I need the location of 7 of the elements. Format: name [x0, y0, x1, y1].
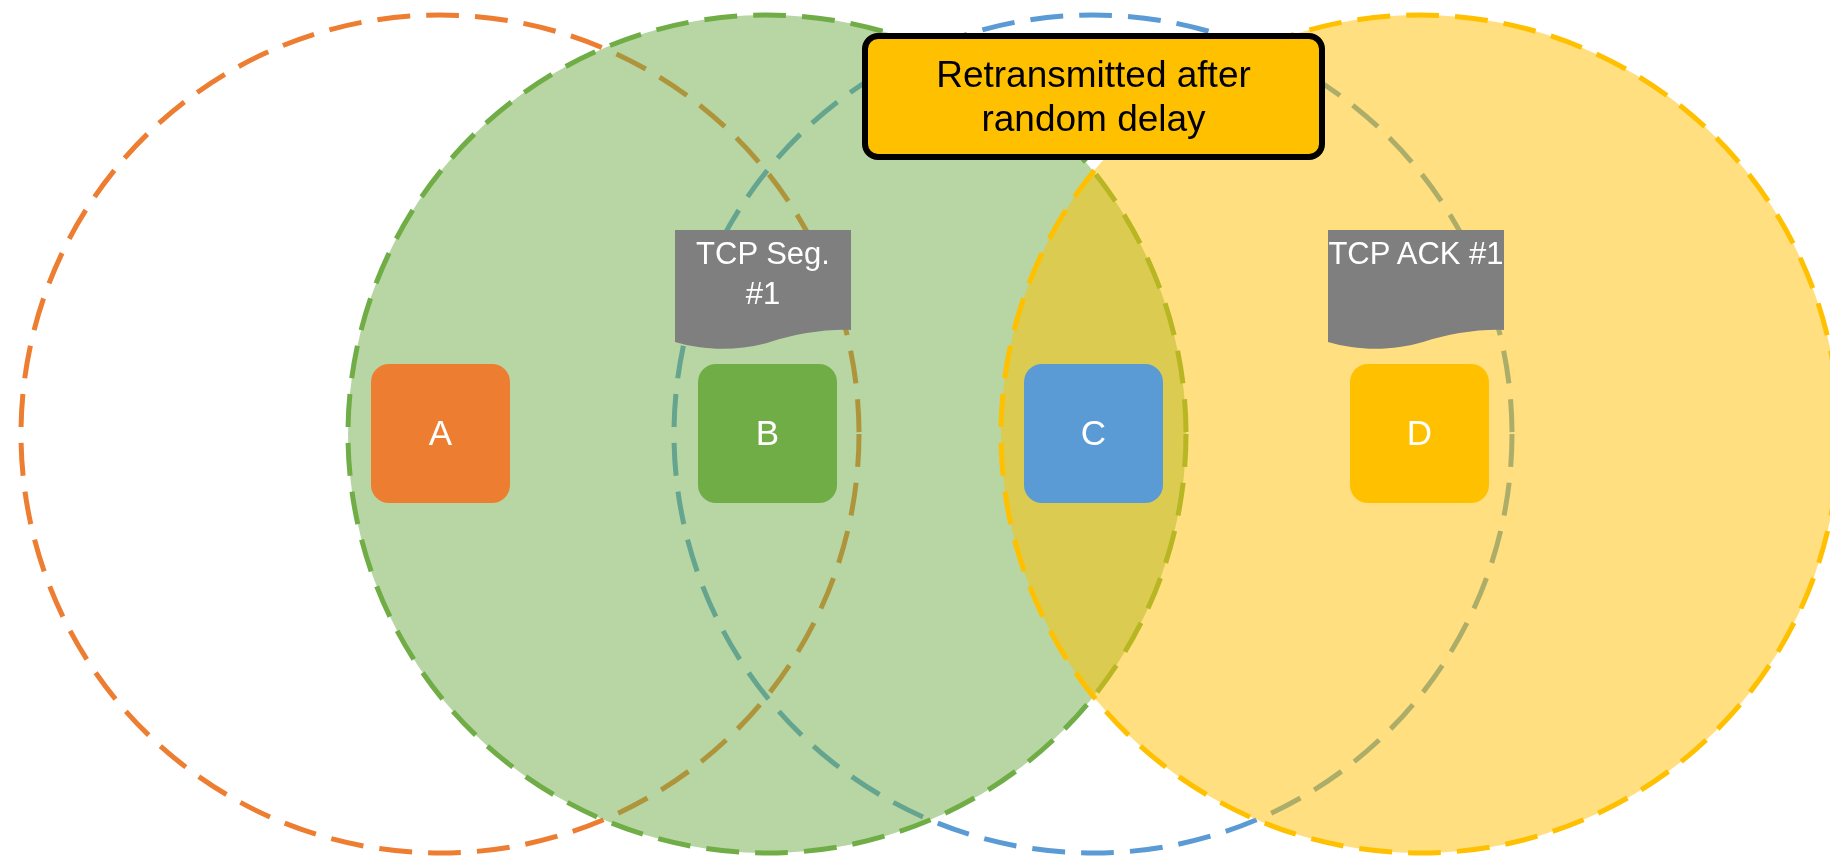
- packet-document-shape: TCP ACK #1: [1328, 230, 1504, 352]
- packet-document-shape: TCP Seg. #1: [675, 230, 851, 352]
- station-box: D: [1350, 364, 1489, 503]
- station-box: A: [371, 364, 510, 503]
- station-box: B: [698, 364, 837, 503]
- station-box: C: [1024, 364, 1163, 503]
- range-circle: [18, 12, 862, 856]
